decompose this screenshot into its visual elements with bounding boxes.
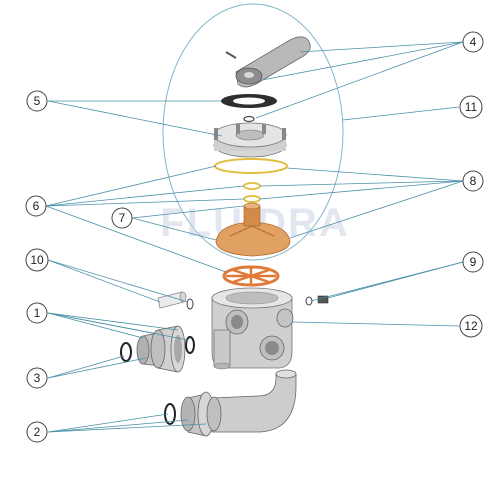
leader-lines [45, 41, 464, 433]
callout-7: 7 [111, 207, 133, 229]
callout-11: 11 [459, 95, 483, 119]
callout-3: 3 [26, 367, 48, 389]
callout-9: 9 [462, 251, 484, 273]
callout-12: 12 [459, 314, 483, 338]
callout-10-label: 10 [30, 253, 44, 267]
callout-2: 2 [26, 421, 48, 443]
handle-lever [225, 36, 311, 88]
union-connector [120, 325, 195, 373]
flat-gasket [221, 94, 277, 108]
callout-10: 10 [25, 248, 49, 272]
small-washer [243, 115, 255, 123]
callout-1: 1 [26, 302, 48, 324]
rotor-disc [215, 202, 291, 257]
valve-cover [213, 122, 287, 158]
callout-5: 5 [26, 90, 48, 112]
callout-4-label: 4 [470, 35, 477, 49]
callout-6: 6 [25, 195, 47, 217]
cover-o-ring [214, 158, 288, 174]
callout-4: 4 [462, 31, 484, 53]
callout-12-label: 12 [464, 319, 478, 333]
upper-assembly-outline [162, 3, 344, 261]
elbow-connector [164, 369, 297, 437]
sight-glass [157, 291, 194, 310]
callout-11-label: 11 [465, 100, 478, 114]
callout-9-label: 9 [470, 255, 477, 269]
callout-8-label: 8 [470, 174, 477, 188]
valve-body [211, 287, 294, 370]
callout-7-label: 7 [119, 211, 126, 225]
callout-1-label: 1 [34, 306, 41, 320]
callout-2-label: 2 [34, 425, 41, 439]
callout-8: 8 [462, 170, 484, 192]
shaft-o-ring-lower [243, 195, 261, 203]
callout-6-label: 6 [33, 199, 40, 213]
callout-3-label: 3 [34, 371, 41, 385]
spider-gasket [222, 265, 280, 287]
shaft-o-ring-upper [243, 182, 261, 190]
callout-5-label: 5 [34, 94, 41, 108]
